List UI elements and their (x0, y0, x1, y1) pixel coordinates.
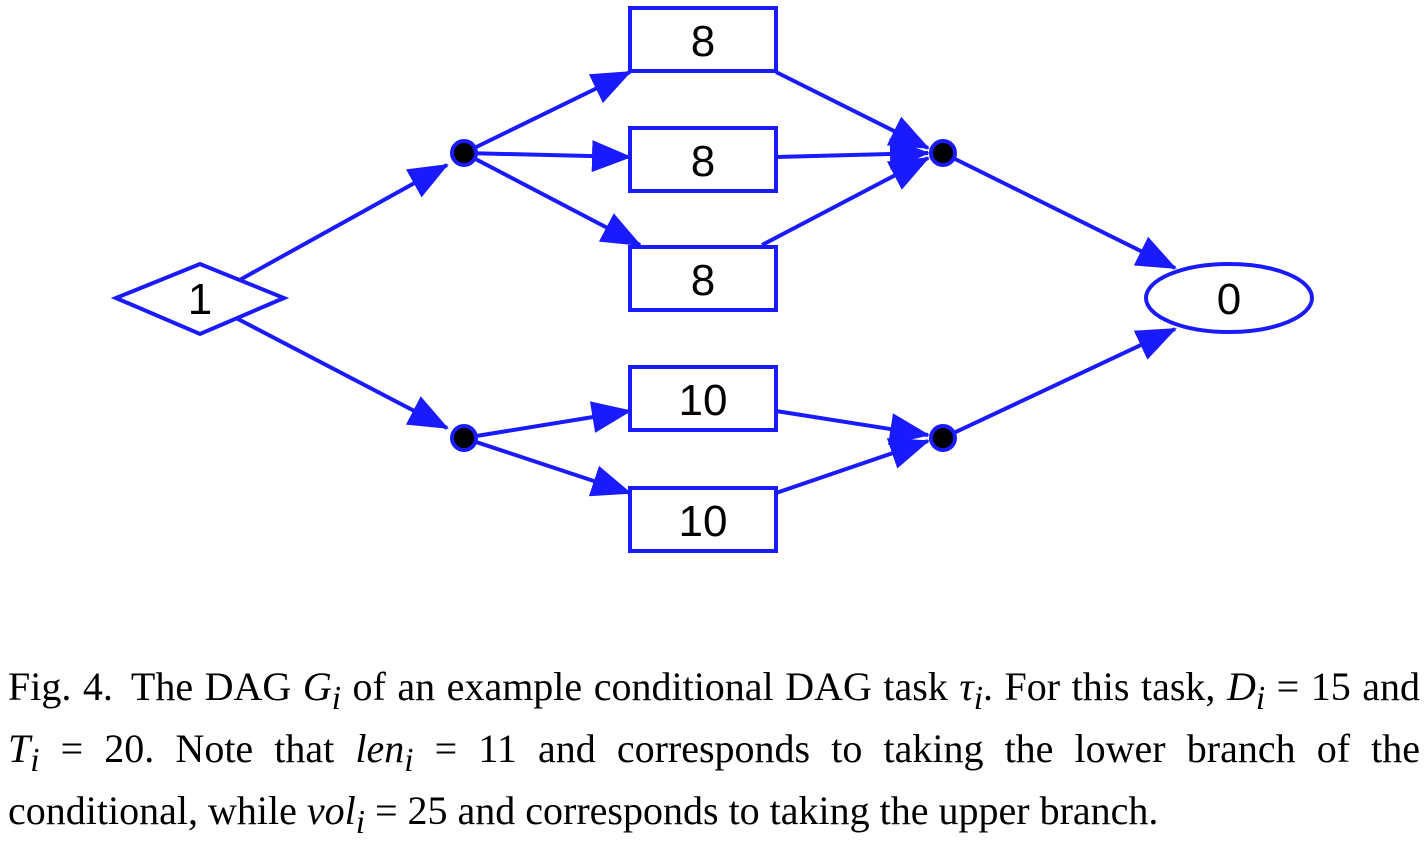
lower-fork-dot (450, 424, 478, 452)
edge-bot-to-upper-join (761, 156, 930, 247)
ellipse-shape (1144, 262, 1314, 334)
lower-bot-node-label: 10 (679, 497, 728, 546)
edge-lower-join-to-end (942, 327, 1177, 440)
upper-top-node: 8 (628, 6, 778, 73)
figure-caption: Fig. 4. The DAG Gi of an example conditio… (8, 662, 1420, 848)
edge-mid-to-upper-join (775, 138, 930, 170)
lower-bot-node: 10 (628, 486, 778, 553)
lower-top-node-label: 10 (679, 376, 728, 425)
caption-text-3: . For this task, (982, 664, 1227, 709)
caption-math-d: D (1226, 664, 1256, 709)
edge-start-to-upper-fork (235, 163, 449, 284)
edge-top-to-upper-join (775, 70, 930, 150)
caption-text-7: = 25 and corresponds to taking the upper… (364, 788, 1159, 833)
caption-math-g: G (302, 664, 332, 709)
diamond-shape (110, 261, 290, 337)
caption-sub-i-6: i (355, 804, 365, 841)
edge-lower-fork-to-top (463, 401, 632, 440)
lower-top-node: 10 (628, 365, 778, 432)
caption-sub-i-5: i (404, 742, 414, 779)
upper-bot-node: 8 (628, 245, 778, 312)
edge-upper-join-to-end (942, 151, 1177, 270)
edge-lower-top-to-join (775, 409, 930, 445)
upper-top-node-label: 8 (691, 17, 715, 66)
start-node: 1 (110, 261, 290, 337)
caption-math-t: T (8, 726, 31, 771)
start-node-label: 1 (188, 275, 212, 324)
caption-text-6: = 11 and corresponds to taking the lower… (8, 726, 1420, 833)
edge-upper-fork-to-mid (463, 140, 632, 173)
edge-start-to-lower-fork (235, 316, 449, 430)
caption-text-1: The DAG (130, 664, 303, 709)
caption-text-2: of an example conditional DAG task (341, 664, 960, 709)
lower-join-dot (929, 424, 957, 452)
caption-sub-i-3: i (1255, 680, 1266, 717)
edge-upper-fork-to-bot (463, 151, 642, 247)
caption-sub-i-4: i (30, 742, 40, 779)
edge-lower-bot-to-join (775, 438, 930, 495)
upper-mid-node: 8 (628, 126, 778, 193)
upper-fork-dot (450, 139, 478, 167)
upper-join-dot (929, 139, 957, 167)
edge-upper-fork-to-top (463, 70, 632, 155)
caption-math-tau: τ (959, 664, 974, 709)
end-node: 0 (1144, 262, 1314, 334)
caption-text-4: = 15 and (1265, 664, 1421, 709)
caption-text-5: = 20. Note that (39, 726, 356, 771)
end-node-label: 0 (1217, 275, 1241, 324)
caption-math-len: len (355, 726, 405, 771)
caption-math-vol: vol (306, 788, 356, 833)
edges (235, 70, 1177, 497)
upper-bot-node-label: 8 (691, 256, 715, 305)
caption-sub-i-1: i (331, 680, 341, 717)
caption-sub-i-2: i (973, 680, 983, 717)
edge-lower-fork-to-bot (463, 436, 632, 497)
conditional-dag-diagram: 1 8 8 8 10 10 0 (110, 6, 1314, 553)
upper-mid-node-label: 8 (691, 137, 715, 186)
figure-label: Fig. 4. (8, 664, 113, 709)
